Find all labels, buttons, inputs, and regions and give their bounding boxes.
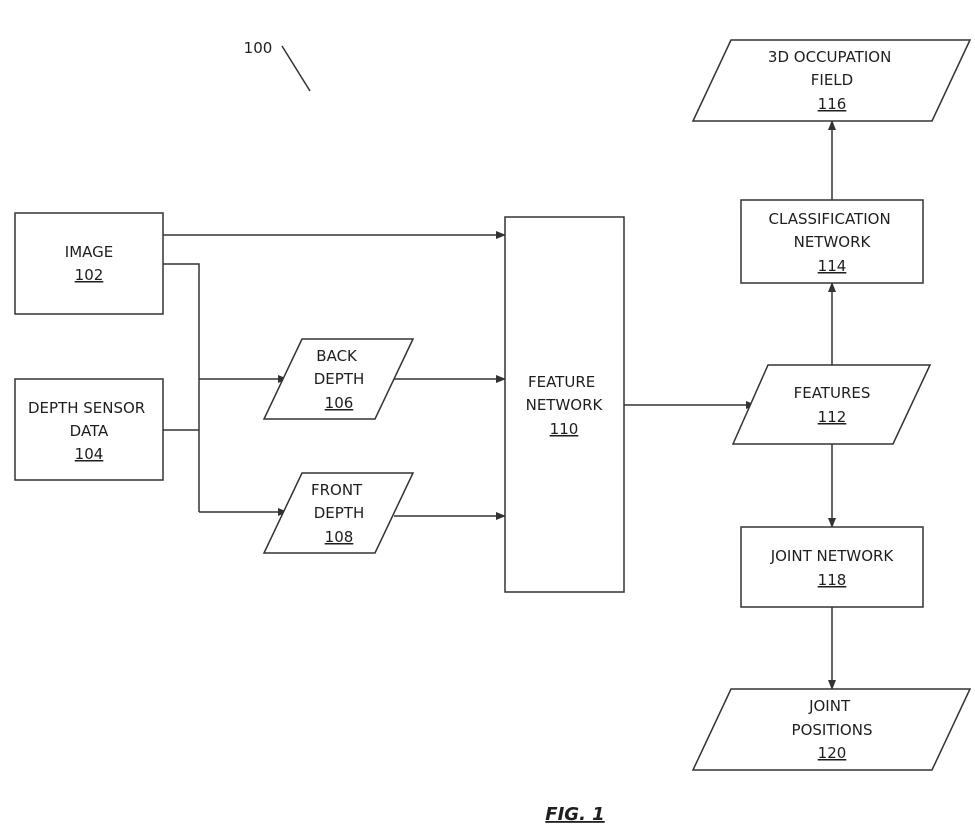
node-joint-positions-shape — [691, 688, 972, 771]
node-joint-network-ref: 118 — [818, 571, 847, 589]
node-back-depth: BACK DEPTH 106 — [262, 338, 415, 420]
line-image-to-branch — [163, 263, 200, 512]
node-features: FEATURES 112 — [731, 364, 932, 445]
node-occupation-field-shape — [691, 39, 972, 122]
node-front-depth-shape — [262, 472, 415, 554]
node-feature-network-box — [504, 216, 625, 593]
node-image-box — [14, 212, 164, 315]
node-feature-network: FEATURE NETWORK 110 — [504, 216, 625, 593]
figure-reference: 100 — [244, 39, 311, 92]
node-features-shape — [731, 364, 932, 445]
figure-reference-number: 100 — [244, 39, 273, 57]
figure-reference-leader-line — [281, 45, 311, 92]
node-occupation-field-label: 3D OCCUPATION FIELD — [768, 48, 896, 89]
node-depth-sensor-data-label: DEPTH SENSOR DATA — [28, 399, 150, 440]
node-classification-network-label: CLASSIFICATION NETWORK — [769, 210, 896, 251]
figure-caption: FIG. 1 — [545, 804, 604, 825]
node-joint-network-label: JOINT NETWORK — [770, 547, 895, 565]
node-joint-network: JOINT NETWORK 118 — [740, 526, 924, 608]
node-joint-positions-ref: 120 — [818, 744, 847, 762]
node-joint-network-box — [740, 526, 924, 608]
node-classification-network-box — [740, 199, 924, 284]
node-depth-sensor-data-box — [14, 378, 164, 481]
node-classification-network-ref: 114 — [818, 257, 847, 275]
figure-caption-group: FIG. 1 — [545, 804, 604, 825]
node-feature-network-ref: 110 — [550, 420, 579, 438]
node-classification-network: CLASSIFICATION NETWORK 114 — [740, 199, 924, 284]
node-depth-sensor-data-ref: 104 — [75, 445, 104, 463]
node-joint-positions: JOINT POSITIONS 120 — [691, 688, 972, 771]
node-back-depth-ref: 106 — [325, 394, 354, 412]
node-back-depth-shape — [262, 338, 415, 420]
node-back-depth-label: BACK DEPTH — [314, 347, 365, 388]
node-image-label: IMAGE — [65, 243, 113, 261]
node-features-label: FEATURES — [794, 384, 871, 402]
node-feature-network-label: FEATURE NETWORK — [526, 373, 604, 414]
node-occupation-field: 3D OCCUPATION FIELD 116 — [691, 39, 972, 122]
node-occupation-field-ref: 116 — [818, 95, 847, 113]
node-joint-positions-label: JOINT POSITIONS — [792, 697, 873, 739]
node-features-ref: 112 — [818, 408, 847, 426]
node-image: IMAGE 102 — [14, 212, 164, 315]
node-image-ref: 102 — [75, 266, 104, 284]
node-depth-sensor-data: DEPTH SENSOR DATA 104 — [14, 378, 164, 481]
connectors — [163, 120, 836, 690]
node-front-depth: FRONT DEPTH 108 — [262, 472, 415, 554]
node-front-depth-label: FRONT DEPTH — [311, 481, 367, 522]
node-front-depth-ref: 108 — [325, 528, 354, 546]
